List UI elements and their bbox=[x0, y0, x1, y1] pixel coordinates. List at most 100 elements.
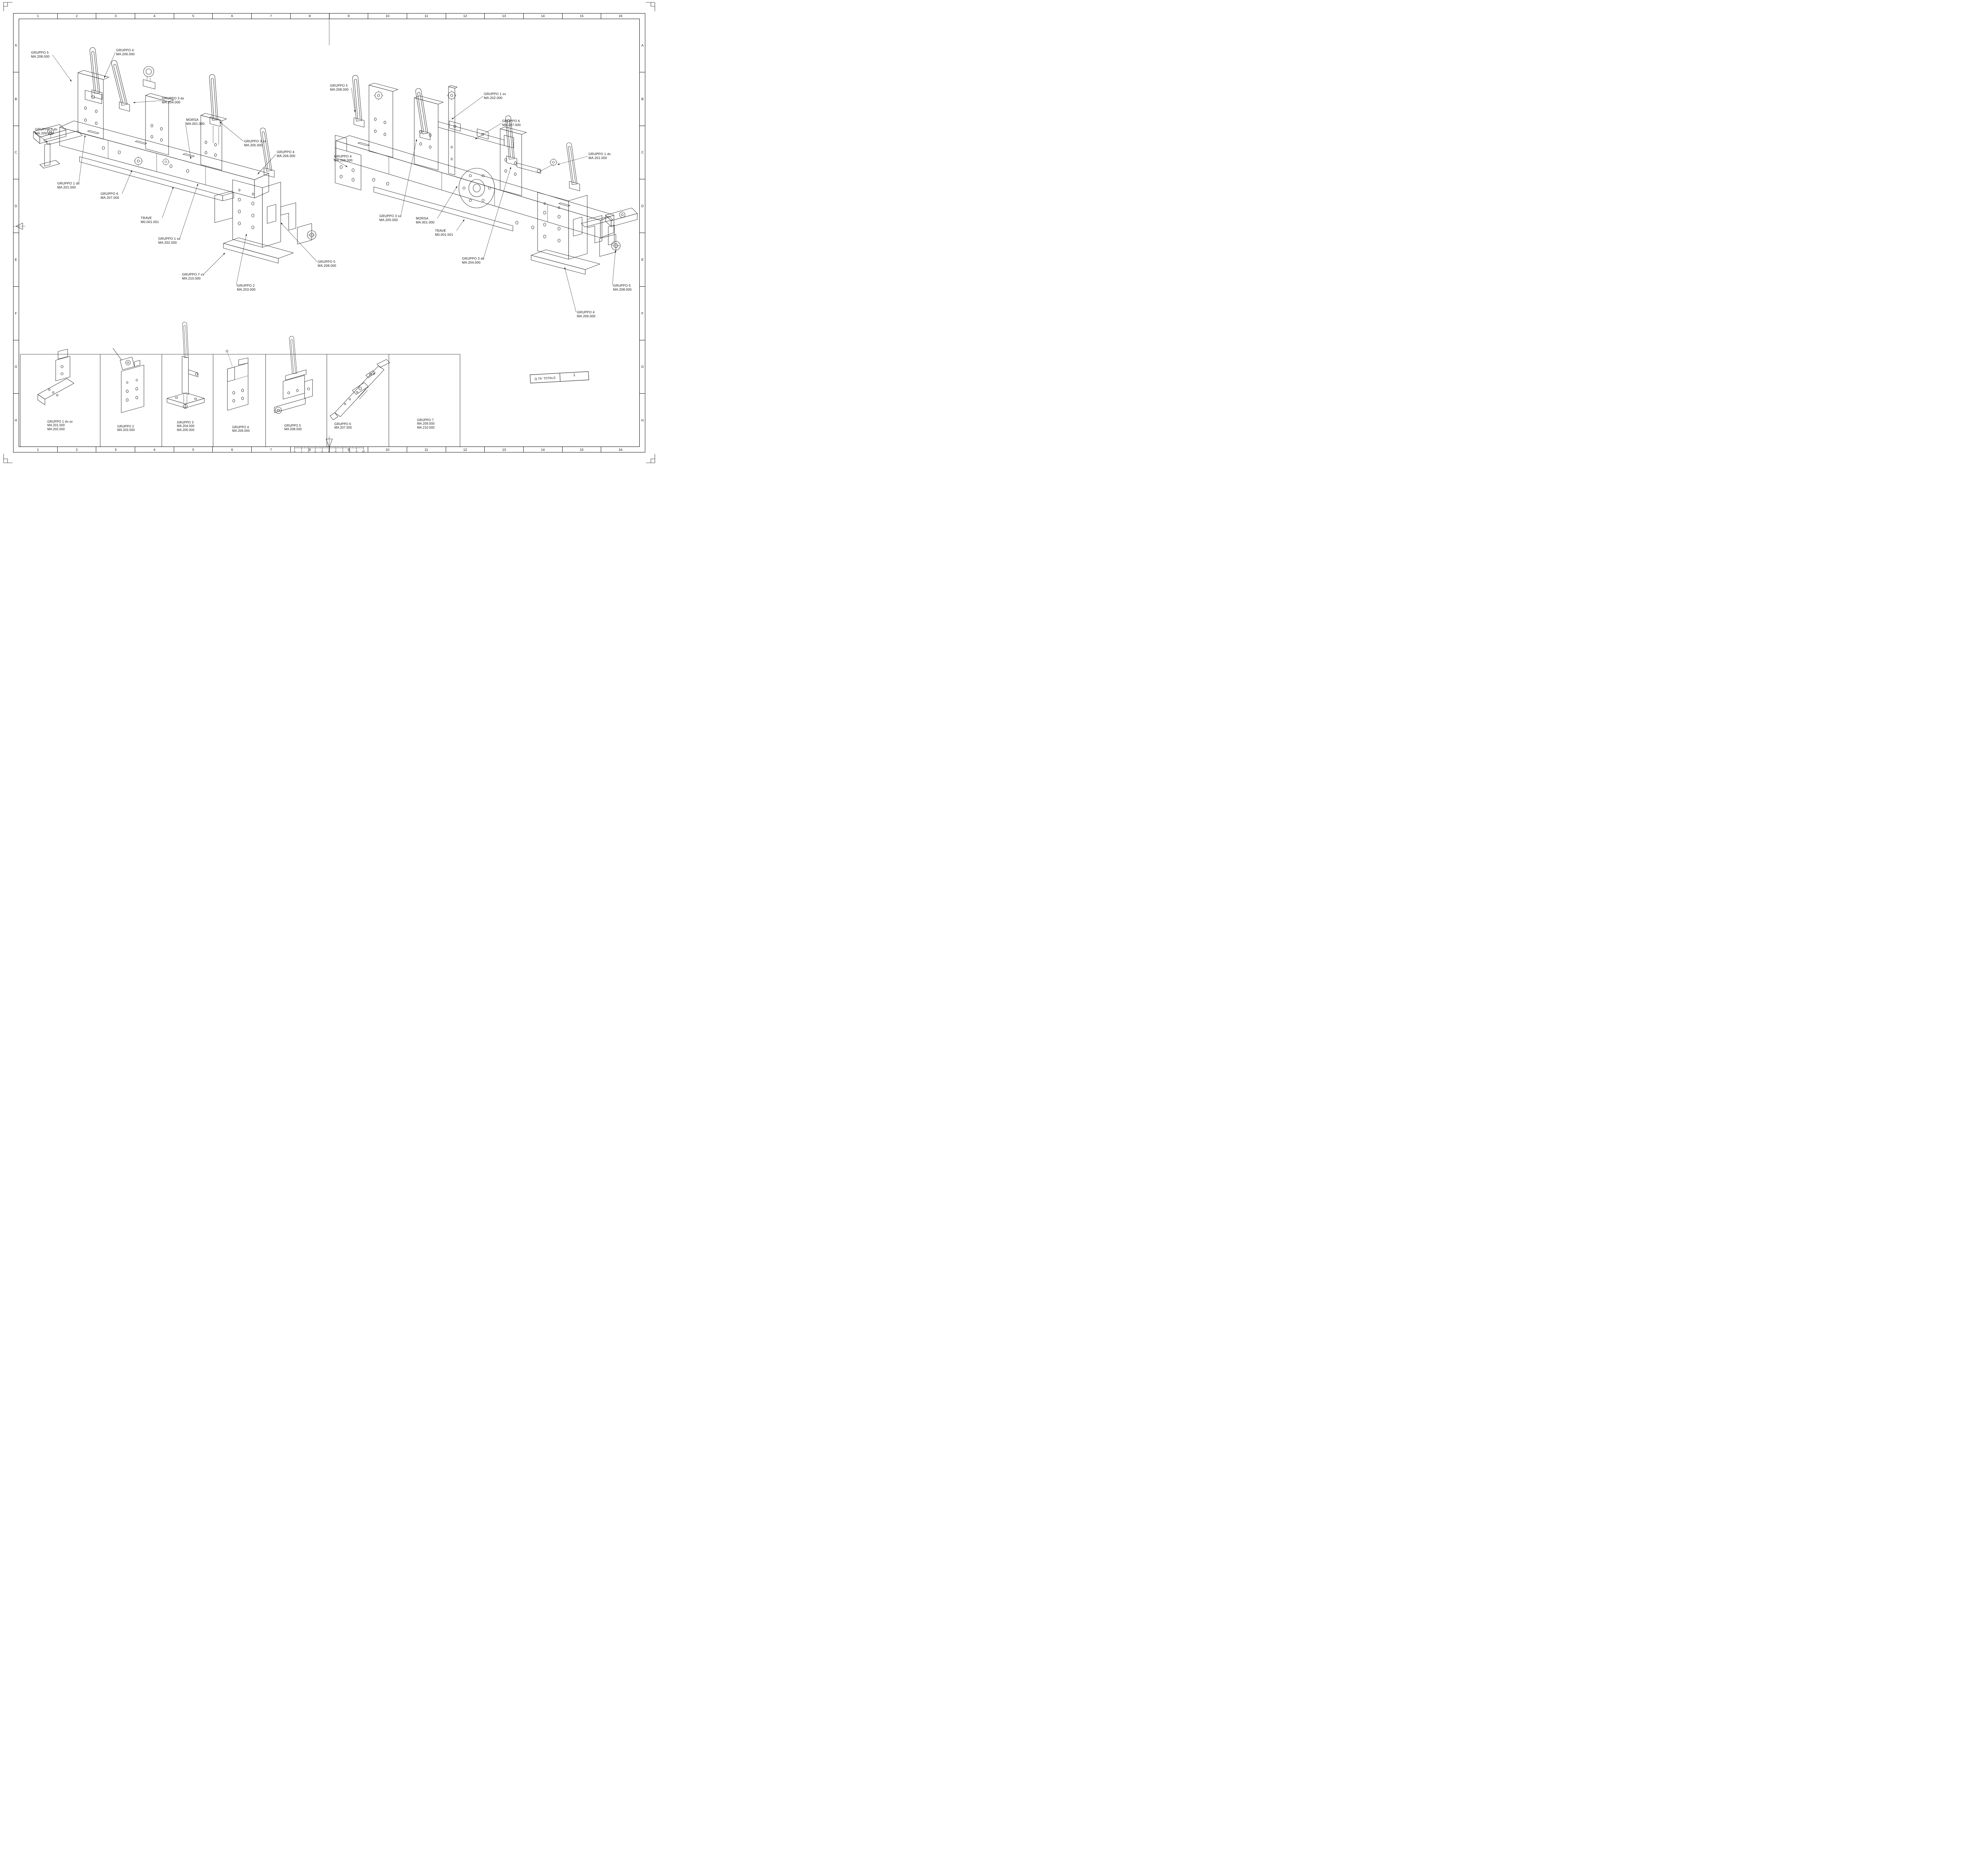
detail-cell-label-line: GRUPPO 1 dx-sx bbox=[47, 420, 73, 423]
row-label: G bbox=[13, 340, 19, 394]
leader-line bbox=[122, 170, 132, 194]
part-callout-code: MA.207.000 bbox=[502, 122, 521, 127]
part-callout-name: GRUPPO 3 dx bbox=[462, 256, 485, 260]
part-callout-code: MA.001.000 bbox=[186, 121, 205, 126]
leader-line bbox=[203, 252, 225, 275]
ruler-number: 5 bbox=[328, 450, 330, 453]
column-label: 2 bbox=[57, 447, 96, 452]
column-label: 11 bbox=[406, 447, 446, 452]
right-assembly-drawing bbox=[335, 75, 638, 275]
detail-cell-label-line: MA.202.000 bbox=[47, 427, 65, 431]
detail-cell-label-line: MA.210.000 bbox=[417, 425, 435, 429]
ruler-number: 7 bbox=[342, 450, 343, 453]
detail-figures bbox=[37, 322, 390, 420]
leader-line bbox=[133, 100, 161, 103]
detail-cell-label-line: GRUPPO 2 bbox=[117, 425, 134, 428]
row-label: H bbox=[13, 393, 19, 447]
row-label: E bbox=[13, 233, 19, 286]
row-label: B bbox=[13, 72, 19, 126]
part-callout-code: MA.201.000 bbox=[588, 155, 607, 160]
part-callout-name: GRUPPO 3 sx bbox=[379, 214, 402, 218]
leader-line bbox=[333, 158, 348, 167]
detail-cell-label-line: MA.205.000 bbox=[177, 428, 195, 432]
row-label: B bbox=[640, 72, 645, 126]
part-callout-code: MA.206.000 bbox=[277, 153, 295, 158]
column-label: 1 bbox=[37, 14, 39, 18]
column-label: 6 bbox=[212, 447, 251, 452]
column-label: 3 bbox=[96, 13, 135, 19]
part-callout-name: GRUPPO 3 sx bbox=[244, 139, 266, 143]
part-callout-code: MA.206.000 bbox=[334, 158, 353, 162]
column-label: 13 bbox=[484, 13, 523, 19]
detail-cell-label-line: MA.209.000 bbox=[417, 422, 435, 426]
leader-line bbox=[437, 186, 458, 219]
part-callout-code: MA.209.000 bbox=[35, 131, 54, 135]
part-callout-name: GRUPPO 7 sx bbox=[182, 272, 204, 276]
part-callout-code: MA.001.000 bbox=[416, 220, 435, 224]
leader-line bbox=[475, 123, 502, 140]
part-callout-name: GRUPPO 6 bbox=[502, 119, 520, 123]
leader-line bbox=[451, 96, 483, 120]
leader-line bbox=[52, 54, 72, 82]
part-callout-name: GRUPPO 6 bbox=[101, 192, 118, 196]
column-label: 12 bbox=[445, 447, 485, 452]
row-label: F bbox=[13, 286, 19, 340]
row-label: D bbox=[640, 179, 645, 233]
detail-cell-label-line: MA.207.000 bbox=[334, 426, 352, 430]
column-label: 15 bbox=[562, 447, 601, 452]
detail-cell-label-line: GRUPPO 3 bbox=[177, 421, 194, 424]
column-label: 6 bbox=[212, 13, 251, 19]
part-callout-name: GRUPPO 4 bbox=[577, 310, 595, 314]
detail-cell-label-line: GRUPPO 5 bbox=[284, 424, 301, 427]
part-callout-code: MA.202.000 bbox=[484, 95, 503, 100]
column-label: 11 bbox=[406, 13, 446, 19]
part-callout-code: MA.204.000 bbox=[462, 260, 481, 264]
ruler-number: 6 bbox=[335, 450, 336, 453]
row-label: C bbox=[13, 125, 19, 179]
row-label: D bbox=[13, 179, 19, 233]
leader-line bbox=[179, 183, 198, 239]
column-label: 7 bbox=[251, 447, 290, 452]
part-callout-name: MORSA bbox=[416, 216, 429, 220]
ruler-number: 9 bbox=[356, 450, 357, 453]
column-label: 4 bbox=[135, 13, 174, 19]
leader-line bbox=[456, 219, 465, 231]
detail-cell-label-line: MA.206.000 bbox=[232, 429, 250, 433]
part-callout-code: M0.001.001 bbox=[141, 219, 159, 224]
leader-line bbox=[236, 233, 247, 286]
leader-lines-layer bbox=[34, 52, 616, 313]
column-label: 7 bbox=[251, 13, 290, 19]
ruler-number: 8 bbox=[349, 450, 350, 453]
quantity-total-value: 1 bbox=[573, 373, 575, 377]
column-label: 15 bbox=[562, 13, 601, 19]
part-callout-code: MA.207.000 bbox=[101, 195, 119, 200]
row-label: C bbox=[640, 125, 645, 179]
part-callout-code: MA.201.000 bbox=[57, 185, 76, 189]
part-callout-name: GRUPPO 5 bbox=[318, 260, 336, 264]
